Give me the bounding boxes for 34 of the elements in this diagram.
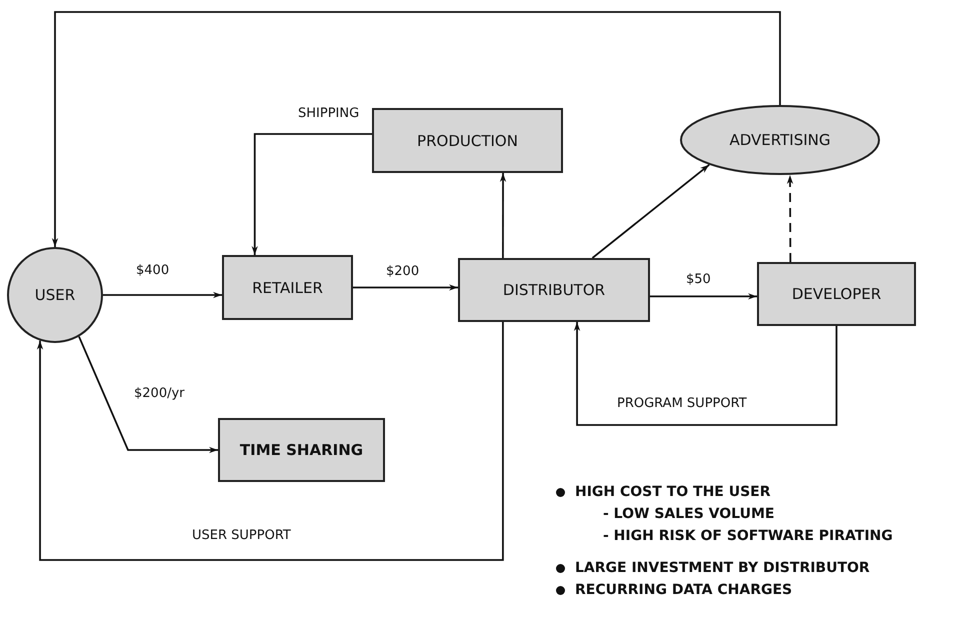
advertising-ellipse: [680, 105, 880, 175]
node-label: RETAILER: [252, 278, 323, 296]
arrow: [650, 293, 757, 300]
edge-label: $200: [384, 264, 422, 279]
node-label: ADVERTISING: [730, 131, 830, 149]
edge-label: $400: [134, 263, 172, 278]
node-label: DISTRIBUTOR: [502, 281, 606, 299]
note-text: HIGH COST TO THE USER: [575, 484, 771, 500]
process-box: [372, 108, 563, 173]
arrow: [592, 164, 710, 259]
node-label: PRODUCTION: [417, 132, 518, 150]
process-box: [757, 262, 916, 326]
arrow: [103, 292, 222, 298]
arrow: [786, 175, 794, 262]
edge-label: $200/yr: [132, 386, 187, 401]
process-box: [458, 258, 650, 322]
arrow: [252, 133, 372, 255]
arrow: [353, 284, 458, 291]
edge-label: $50: [684, 272, 713, 287]
node-label: TIME SHARING: [240, 441, 364, 459]
arrow: [500, 173, 506, 258]
node-label: DEVELOPER: [792, 285, 882, 303]
note-text: - HIGH RISK OF SOFTWARE PIRATING: [603, 528, 893, 544]
note-text: - LOW SALES VOLUME: [603, 506, 774, 522]
process-box: [222, 255, 353, 320]
arrow: [52, 11, 781, 247]
arrow: [78, 336, 218, 454]
note-text: RECURRING DATA CHARGES: [575, 582, 792, 598]
node-label: USER: [34, 286, 76, 304]
note-text: LARGE INVESTMENT BY DISTRIBUTOR: [575, 560, 870, 576]
arrow: [36, 322, 504, 561]
process-box: [218, 418, 385, 482]
arrow: [574, 322, 838, 426]
user-circle: [7, 247, 103, 343]
